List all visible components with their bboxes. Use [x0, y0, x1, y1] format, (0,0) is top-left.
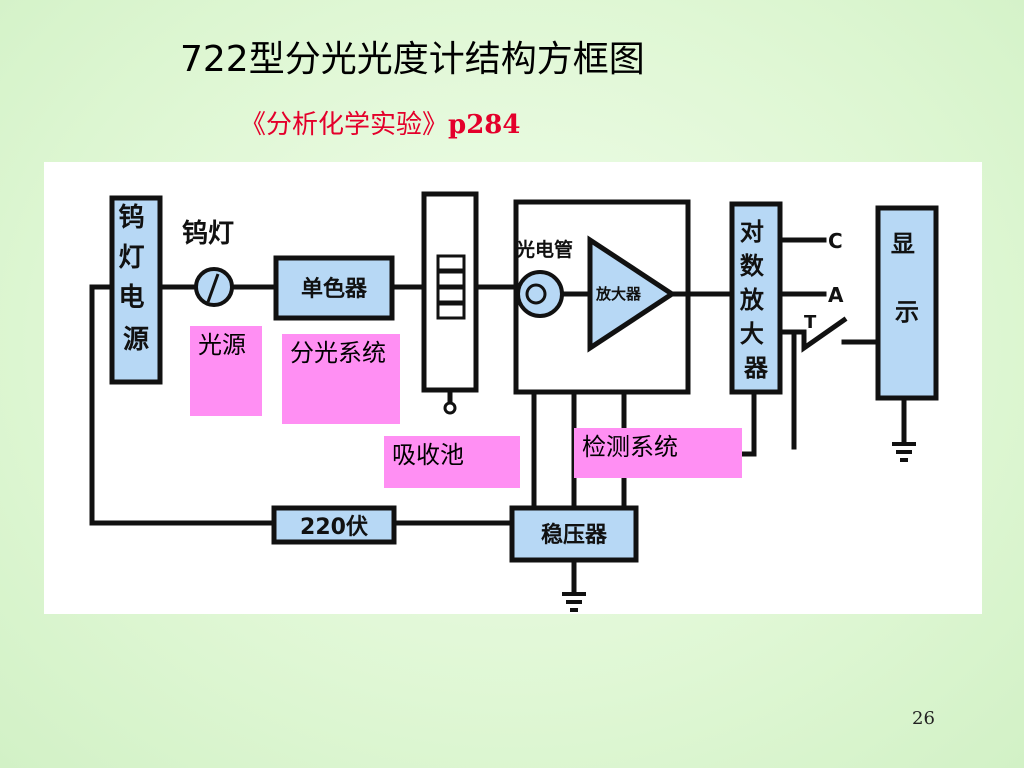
voltage-label: 220伏 [300, 514, 368, 540]
monochromator-box [273, 255, 395, 321]
display-ground-icon [892, 442, 916, 462]
switch-a-label: A [828, 283, 844, 307]
diagram-panel: 钨 灯 电 源 钨灯 单色器 光电管 放大器 对 数 放 大 器 显 示 220… [44, 162, 982, 614]
regulator-ground-icon [562, 592, 586, 612]
callout-cuvette: 吸收池 [384, 436, 520, 488]
slide-title: 722型分光光度计结构方框图 [180, 39, 645, 80]
display-label: 显 示 [891, 230, 923, 326]
regulator-label: 稳压器 [541, 522, 608, 548]
phototube-icon [516, 270, 564, 318]
log-amp-char-1: 对 [740, 218, 764, 246]
monochromator-label: 单色器 [301, 276, 368, 302]
log-amp-char-4: 大 [740, 320, 764, 348]
log-amplifier-label: 对 数 放 大 器 [739, 218, 772, 382]
lamp-power-char-2: 灯 [118, 243, 144, 273]
page-number: 26 [912, 708, 935, 729]
lamp-power-label: 钨 灯 电 源 [118, 203, 153, 355]
detector-enclosure [513, 199, 691, 395]
slide-subtitle: 《分析化学实验》p284 [240, 104, 520, 141]
cuvette-knob-icon [443, 401, 457, 415]
callout-optical-system: 分光系统 [282, 334, 400, 424]
tungsten-lamp-label: 钨灯 [182, 219, 234, 249]
lamp-power-char-1: 钨 [118, 203, 144, 233]
wire-power-loop [89, 284, 277, 526]
display-box [875, 205, 939, 401]
regulator-box [509, 505, 639, 563]
log-amp-char-2: 数 [740, 252, 765, 280]
voltage-box [271, 505, 397, 545]
display-char-1: 显 [891, 230, 915, 258]
log-amp-char-5: 器 [743, 354, 769, 382]
ground-symbols [562, 442, 916, 612]
block-diagram: 钨 灯 电 源 钨灯 单色器 光电管 放大器 对 数 放 大 器 显 示 220… [89, 191, 939, 612]
display-char-2: 示 [895, 298, 919, 326]
switch-t-label: T [804, 312, 817, 333]
lamp-power-char-3: 电 [118, 283, 144, 313]
subtitle-page: p284 [448, 110, 521, 140]
phototube-label: 光电管 [515, 238, 573, 261]
subtitle-book: 《分析化学实验》 [240, 110, 449, 140]
callout-detection: 检测系统 [574, 428, 742, 478]
callout-light-source: 光源 [190, 326, 262, 416]
log-amplifier-box [729, 201, 783, 395]
lamp-power-char-4: 源 [123, 325, 149, 355]
switch-c-label: C [828, 229, 843, 253]
log-amp-char-3: 放 [739, 286, 765, 314]
lamp-power-box [109, 195, 163, 385]
amplifier-label: 放大器 [595, 285, 642, 303]
cuvette-slots [436, 254, 466, 320]
